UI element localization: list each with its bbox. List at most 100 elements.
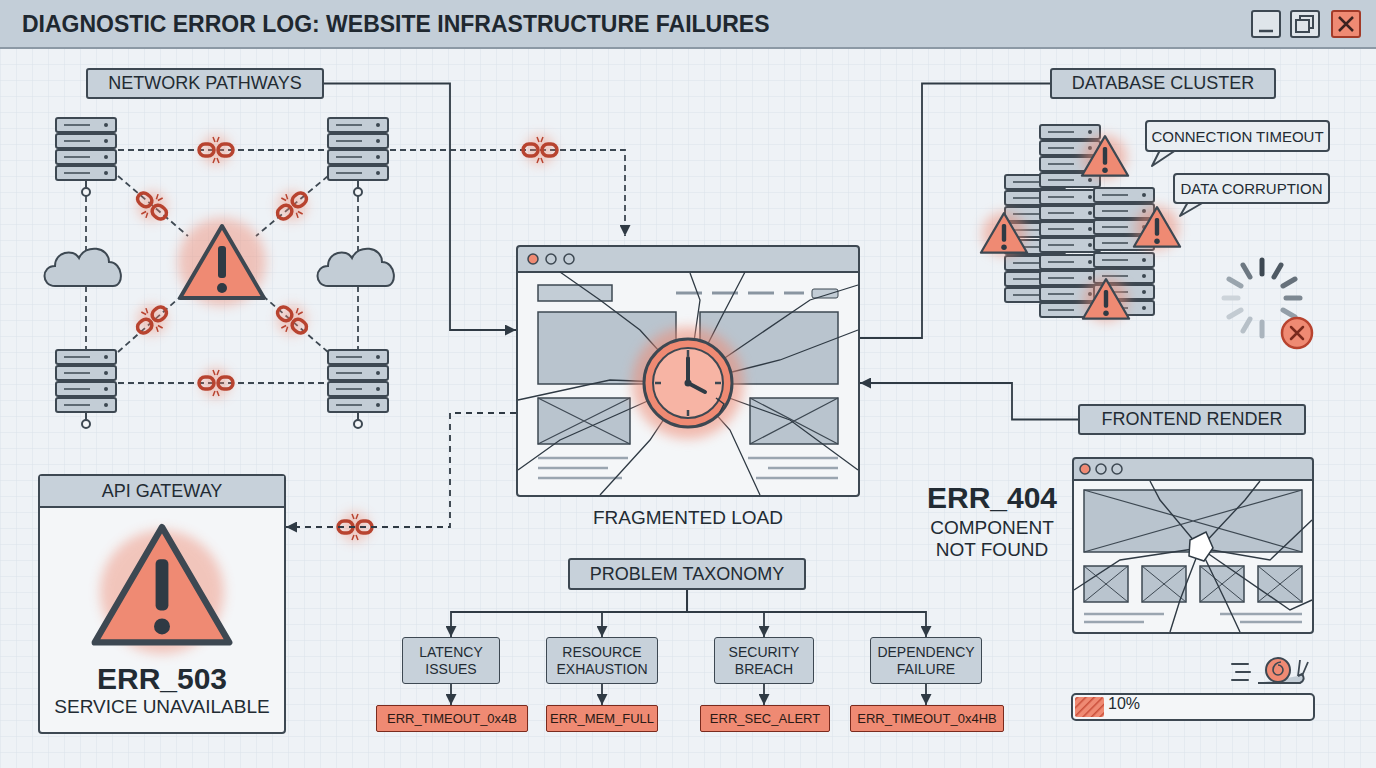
browser-window-art: [653, 348, 723, 418]
api-gateway-art: [38, 474, 286, 734]
database-art: [1082, 136, 1128, 176]
node-label: PROBLEM TAXONOMY: [590, 564, 784, 585]
frontend-window-art: [1200, 548, 1240, 632]
database-art: [1040, 190, 1100, 252]
section-label: FRONTEND RENDER: [1078, 404, 1306, 435]
snail-icon: [1298, 660, 1308, 676]
title-bar: [1291, 11, 1319, 37]
connector-arrow: [286, 413, 516, 527]
progress-track: [1072, 694, 1314, 720]
browser-window-art: [546, 254, 556, 264]
browser-window-art: [538, 398, 630, 444]
title-bar: [1332, 11, 1360, 37]
broken-link-icon: [129, 298, 174, 343]
database-art: [981, 125, 1180, 322]
broken-link-icon: [523, 135, 557, 165]
title-bar: [0, 0, 1376, 48]
loading-spinner: [1286, 296, 1300, 301]
panel-header: API GATEWAY: [40, 476, 284, 508]
database-art: [981, 213, 1027, 253]
loading-spinner: [1224, 260, 1312, 348]
connector-arrow: [450, 684, 452, 705]
browser-window-art: [518, 247, 858, 271]
loading-spinner: [1283, 310, 1295, 317]
section-label: NETWORK PATHWAYS: [86, 68, 324, 99]
page-title: DIAGNOSTIC ERROR LOG: WEBSITE INFRASTRUC…: [22, 11, 770, 38]
connector-arrow: [451, 590, 687, 637]
connector-arrow: [601, 684, 603, 705]
browser-window-art: [676, 292, 804, 295]
broken-link-icon: [199, 135, 233, 165]
warning-icon: [178, 218, 266, 306]
loading-spinner: [1229, 279, 1241, 286]
connector-arrow: [860, 84, 1050, 339]
bubble-tail: [1152, 150, 1176, 166]
connector-arrow: [324, 84, 516, 331]
frontend-window-art: [1096, 464, 1106, 474]
loading-spinner: [1283, 279, 1295, 286]
browser-window-art: [564, 254, 574, 264]
connector-arrow: [860, 383, 1078, 420]
node-label: NETWORK PATHWAYS: [108, 73, 301, 94]
progress-bar: 10%: [1072, 694, 1314, 720]
connector-arrow: [687, 590, 764, 637]
title-bar: [1296, 20, 1309, 32]
browser-window-art: [538, 398, 630, 444]
api-gateway-art: [95, 527, 229, 642]
loading-spinner: [1243, 319, 1250, 331]
category-box: DEPENDENCY FAILURE: [870, 637, 982, 684]
browser-window-art: [518, 272, 858, 495]
progress-value: 10%: [1108, 695, 1178, 713]
title-bar: [1259, 30, 1273, 33]
loading-spinner: [1229, 310, 1241, 317]
section-label: PROBLEM TAXONOMY: [568, 558, 806, 590]
error-message: SERVICE UNAVAILABLE: [40, 696, 284, 718]
node-label: ERR_TIMEOUT_0x4B: [387, 711, 517, 726]
connector-arrow: [602, 590, 687, 637]
frontend-window-art: [1074, 459, 1312, 479]
window-caption: FRAGMENTED LOAD: [518, 507, 858, 529]
browser-window-art: [688, 358, 705, 392]
node-label: ERR_MEM_FULL: [550, 711, 654, 726]
browser-window-art: [516, 271, 860, 273]
server-rack: [56, 118, 116, 196]
server-rack: [56, 350, 116, 428]
connector-arrow: [687, 590, 926, 637]
browser-window-art: [812, 289, 838, 298]
snail-icon: [1232, 664, 1250, 680]
network-mesh: [390, 150, 625, 236]
loading-spinner: [1243, 265, 1250, 277]
node-label: ERR_TIMEOUT_0x4HB: [857, 711, 996, 726]
title-bar: [0, 0, 1376, 48]
connector-arrow: [763, 684, 765, 705]
browser-window-art: [516, 245, 860, 497]
broken-link-icon: [199, 368, 233, 398]
bubble-tail: [1180, 202, 1204, 216]
browser-window-art: [750, 398, 838, 444]
browser-window: FRAGMENTED LOAD: [516, 245, 860, 497]
frontend-window-art: [1200, 520, 1312, 560]
frontend-window-art: [1189, 532, 1213, 561]
frontend-window-art: [1084, 566, 1302, 602]
network-mesh: [118, 176, 188, 236]
snail-icon: [1232, 658, 1308, 683]
node-label: DATABASE CLUSTER: [1072, 73, 1254, 94]
node-label: DATA CORRUPTION: [1181, 180, 1323, 197]
snail-icon: [1273, 662, 1283, 675]
frontend-window-art: [1072, 457, 1314, 634]
browser-window-art: [685, 380, 692, 387]
broken-link-icon: [129, 184, 174, 229]
database-art: [1134, 207, 1180, 247]
title-bar: [1252, 11, 1280, 37]
error-code: ERR_503: [40, 662, 284, 696]
frontend-window-art: [1072, 479, 1314, 481]
broken-link-icon: [269, 298, 314, 343]
database-art: [1083, 279, 1129, 319]
loading-spinner: [1291, 327, 1303, 339]
speech-bubble: CONNECTION TIMEOUT: [1145, 120, 1330, 152]
network-mesh: [118, 290, 188, 352]
browser-window-art: [655, 350, 721, 416]
title-bar: [0, 47, 1376, 49]
browser-window-art: [538, 285, 612, 301]
frontend-window-art: [1170, 548, 1200, 632]
